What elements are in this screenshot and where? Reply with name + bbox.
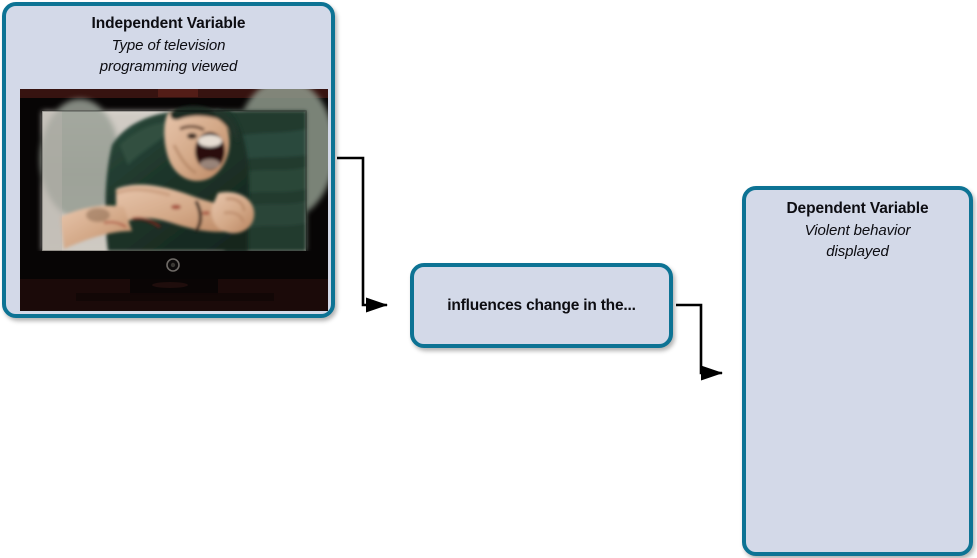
dependent-variable-text-block: Dependent Variable Violent behavior disp… xyxy=(754,199,961,262)
arrow-independent-to-connector xyxy=(337,156,388,313)
dependent-variable-subtitle-line-1: Violent behavior xyxy=(804,221,911,239)
dependent-variable-panel[interactable]: Dependent Variable Violent behavior disp… xyxy=(742,186,973,556)
connector-phrase-panel[interactable]: influences change in the... xyxy=(410,263,673,348)
independent-variable-panel[interactable]: Independent Variable Type of television … xyxy=(2,2,335,318)
dependent-variable-subtitle-line-2: displayed xyxy=(826,242,889,260)
independent-variable-subtitle-line-2: programming viewed xyxy=(99,57,238,75)
independent-variable-subtitle-line-1: Type of television xyxy=(111,36,226,54)
dependent-variable-title: Dependent Variable xyxy=(786,200,929,217)
arrow-connector-to-dependent xyxy=(676,303,723,381)
television-violence-photo xyxy=(20,89,328,311)
connector-label: influences change in the... xyxy=(447,296,636,314)
independent-variable-text-block: Independent Variable Type of television … xyxy=(14,14,323,77)
independent-variable-title: Independent Variable xyxy=(91,15,246,32)
